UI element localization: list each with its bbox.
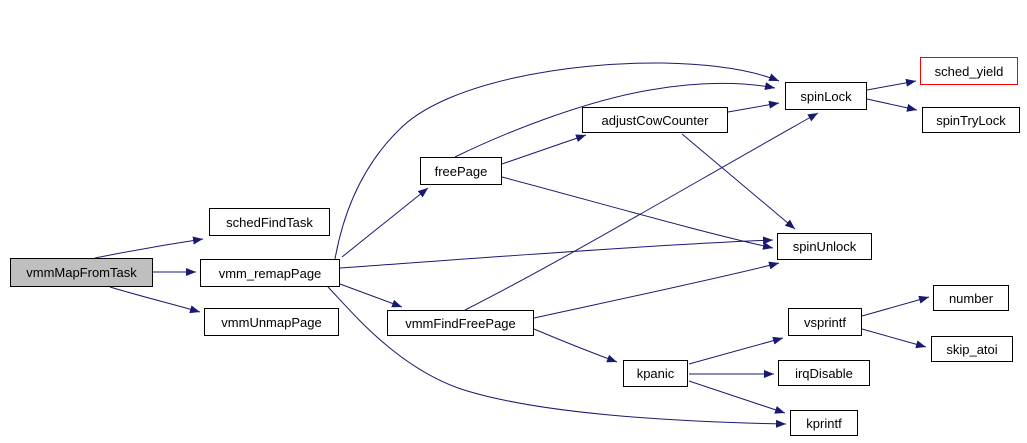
node-spinLock[interactable]: spinLock (785, 82, 867, 110)
edge-adjustCowCounter-to-spinUnlock (681, 133, 796, 230)
edge-vsprintf-to-skip_atoi (861, 328, 927, 349)
node-vmmUnmapPage[interactable]: vmmUnmapPage (204, 308, 339, 336)
node-kprintf[interactable]: kprintf (790, 410, 858, 436)
node-skip_atoi[interactable]: skip_atoi (931, 336, 1013, 362)
edge-vmm_remapPage-to-spinUnlock (339, 236, 774, 269)
node-vsprintf[interactable]: vsprintf (788, 308, 862, 336)
edge-vmm_remapPage-to-vmmFindFreePage (339, 283, 403, 308)
edge-vsprintf-to-number (861, 295, 930, 317)
node-vmmMapFromTask[interactable]: vmmMapFromTask (10, 258, 153, 287)
node-vmmFindFreePage[interactable]: vmmFindFreePage (387, 310, 534, 336)
edge-vmmFindFreePage-to-kpanic (533, 328, 618, 363)
edge-adjustCowCounter-to-spinLock (727, 100, 780, 113)
node-freePage[interactable]: freePage (420, 157, 502, 185)
node-schedFindTask[interactable]: schedFindTask (209, 208, 330, 236)
node-spinUnlock[interactable]: spinUnlock (777, 233, 872, 260)
edge-vmmMapFromTask-to-vmmUnmapPage (109, 286, 201, 314)
edge-spinLock-to-sched_yield (866, 78, 917, 91)
node-spinTryLock[interactable]: spinTryLock (922, 107, 1020, 133)
edge-vmmFindFreePage-to-spinUnlock (533, 261, 780, 319)
node-number[interactable]: number (933, 285, 1009, 311)
edge-freePage-to-spinUnlock (501, 176, 774, 250)
edge-kpanic-to-kprintf (688, 380, 786, 414)
node-irqDisable[interactable]: irqDisable (778, 360, 870, 386)
edge-vmm_remapPage-to-kprintf (327, 286, 787, 428)
node-vmm_remapPage[interactable]: vmm_remapPage (200, 259, 340, 287)
node-kpanic[interactable]: kpanic (623, 360, 688, 387)
edge-vmmMapFromTask-to-schedFindTask (94, 236, 204, 259)
edge-vmm_remapPage-to-freePage (341, 187, 429, 258)
edge-vmmFindFreePage-to-spinLock (464, 112, 819, 311)
node-adjustCowCounter[interactable]: adjustCowCounter (582, 107, 728, 133)
edge-spinLock-to-spinTryLock (866, 98, 918, 112)
node-sched_yield[interactable]: sched_yield (920, 57, 1018, 85)
edge-vmm_remapPage-to-spinLock (334, 62, 780, 260)
edge-freePage-to-adjustCowCounter (501, 134, 587, 165)
edge-kpanic-to-vsprintf (688, 336, 784, 365)
